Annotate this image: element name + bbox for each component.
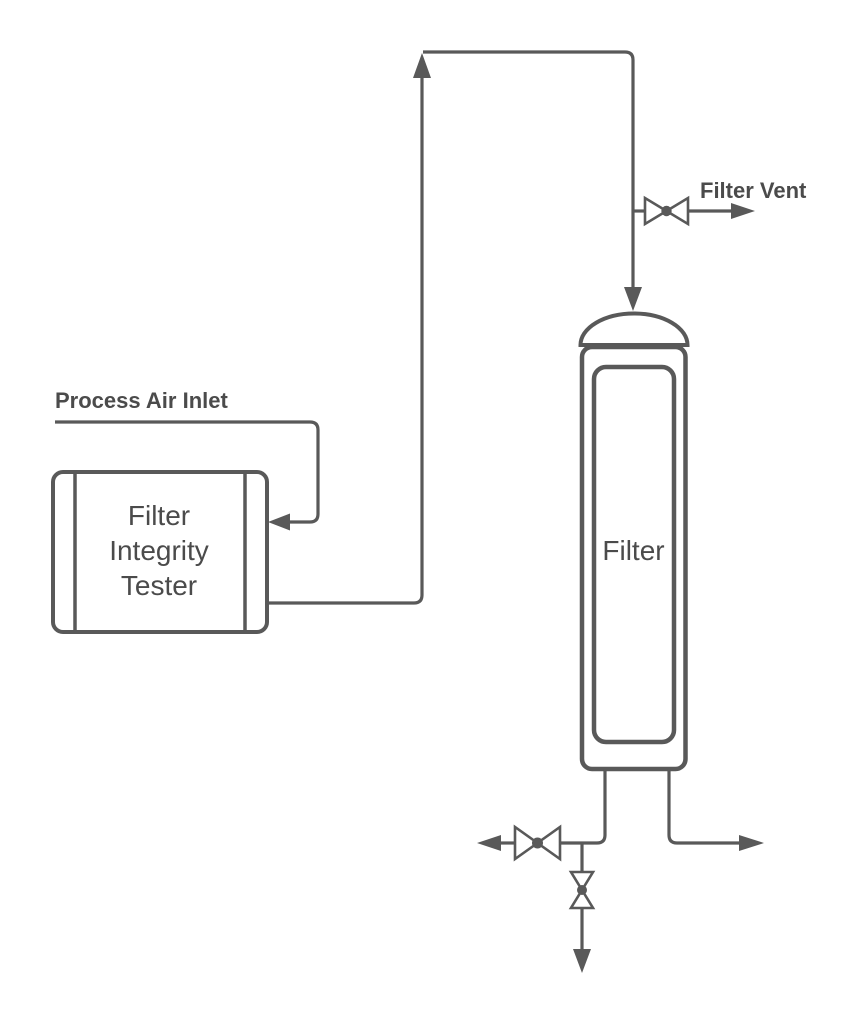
- top-run-connector: [423, 50, 642, 311]
- arrow-into-filter-icon: [624, 287, 642, 311]
- drain-valve-icon: [532, 837, 543, 849]
- filter-integrity-tester-box: Filter Integrity Tester: [51, 470, 269, 634]
- right-leg-line: [667, 769, 739, 845]
- outlet-arrow-right-icon: [739, 835, 764, 851]
- drain-valve-right-triangle: [535, 824, 562, 862]
- vent-valve-left-triangle: [643, 195, 670, 227]
- bottom-right-leg: [667, 769, 764, 851]
- vessel-inner-cartridge: [591, 364, 677, 745]
- drop-valve-icon: [577, 885, 587, 895]
- left-leg-line: [561, 769, 607, 845]
- tester-outlet-connector: [267, 53, 431, 605]
- drain-arrow-left-icon: [477, 835, 501, 851]
- tester-label-line-2: Integrity: [109, 535, 209, 566]
- bottom-drop-branch: [568, 843, 596, 973]
- vessel-dome: [578, 311, 690, 347]
- drop-valve-top-triangle: [568, 870, 596, 893]
- process-air-inlet-connector: [55, 420, 320, 531]
- bottom-left-leg: [477, 769, 607, 862]
- filter-vent-branch: Filter Vent: [633, 178, 807, 227]
- process-air-inlet-label: Process Air Inlet: [55, 388, 228, 413]
- tester-label-line-3: Tester: [121, 570, 197, 601]
- tester-label-line-1: Filter: [128, 500, 190, 531]
- vent-arrow-icon: [731, 203, 755, 219]
- top-run-line: [423, 50, 635, 287]
- tester-outlet-line: [267, 78, 424, 605]
- drop-arrow-down-icon: [573, 949, 591, 973]
- arrow-into-tester-icon: [268, 513, 290, 531]
- arrow-up-icon: [413, 53, 431, 78]
- filter-vessel: Filter: [578, 311, 690, 772]
- tester-outline: [51, 470, 269, 634]
- filter-vent-label: Filter Vent: [700, 178, 807, 203]
- vessel-label: Filter: [602, 535, 664, 566]
- vent-valve-icon: [661, 205, 672, 217]
- process-air-inlet-line: [55, 420, 320, 524]
